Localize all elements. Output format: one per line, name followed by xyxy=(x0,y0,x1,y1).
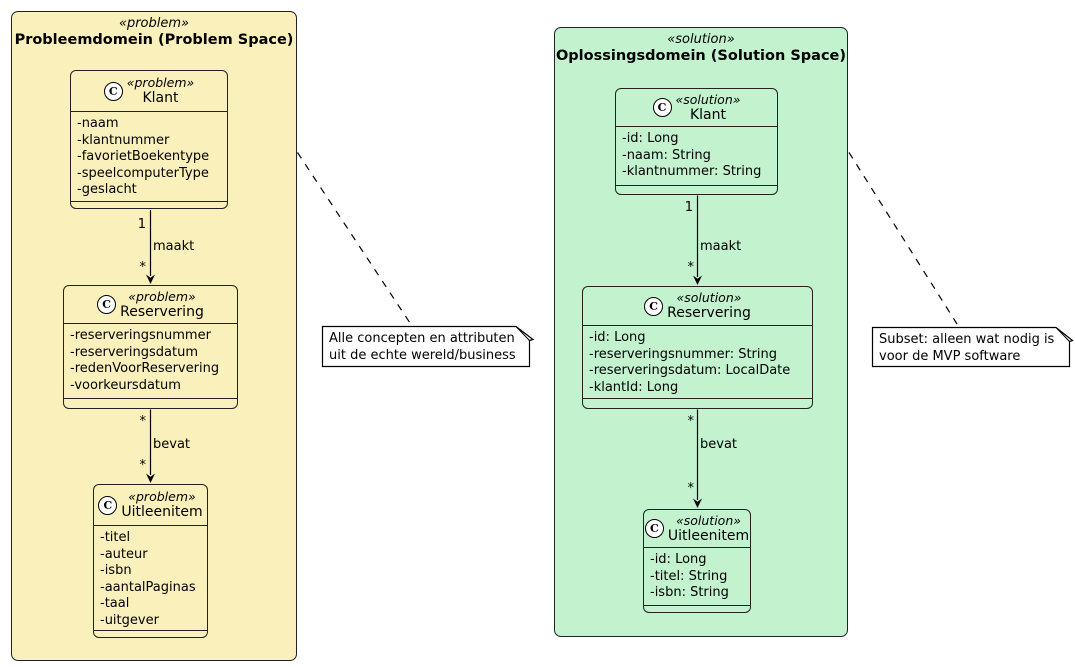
class-name: Reservering xyxy=(120,303,204,320)
class-name: Uitleenitem xyxy=(667,527,750,544)
class-methods-empty xyxy=(644,606,750,612)
association-label-maakt: maakt xyxy=(153,239,195,254)
class-uitleenitem-solution: C «solution» Uitleenitem -id: Long -tite… xyxy=(643,509,751,613)
class-name: Klant xyxy=(689,106,726,123)
class-attribute: -auteur xyxy=(100,546,148,562)
package-header: «problem» Probleemdomein (Problem Space) xyxy=(12,16,296,49)
package-title: Oplossingsdomein (Solution Space) xyxy=(555,48,847,64)
class-attribute: -voorkeursdatum xyxy=(70,377,181,393)
class-header: C «problem» Uitleenitem xyxy=(94,485,207,526)
class-methods-empty xyxy=(64,399,237,408)
class-attribute: -klantId: Long xyxy=(589,379,679,395)
multiplicity-label: * xyxy=(687,260,695,275)
class-header: C «solution» Uitleenitem xyxy=(644,510,750,548)
package-header: «solution» Oplossingsdomein (Solution Sp… xyxy=(555,32,847,65)
class-attribute: -reserveringsdatum: LocalDate xyxy=(589,363,791,378)
association-label-bevat: bevat xyxy=(700,437,738,452)
class-attribute: -uitgever xyxy=(100,612,159,628)
note-solution-line1: Subset: alleen wat nodig is xyxy=(879,332,1055,347)
class-stereotype: «solution» xyxy=(676,512,741,528)
class-attribute: -naam: String xyxy=(622,147,711,163)
association-label-maakt: maakt xyxy=(700,239,742,254)
class-attributes: -id: Long -naam: String -klantnummer: St… xyxy=(616,127,777,186)
class-attributes: -id: Long -titel: String -isbn: String xyxy=(644,548,750,606)
class-header: C «problem» Reservering xyxy=(64,286,237,324)
multiplicity-label: * xyxy=(139,414,147,429)
class-attribute: -naam xyxy=(77,116,119,131)
class-attribute: -isbn xyxy=(100,563,132,578)
class-methods-empty xyxy=(616,186,777,194)
class-attribute: -id: Long xyxy=(589,330,646,345)
class-icon: C xyxy=(97,295,117,314)
class-attributes: -id: Long -reserveringsnummer: String -r… xyxy=(583,326,812,399)
class-attribute: -redenVoorReservering xyxy=(70,361,220,376)
class-attributes: -reserveringsnummer -reserveringsdatum -… xyxy=(64,324,237,399)
class-icon: C xyxy=(652,98,672,117)
class-stereotype: «problem» xyxy=(128,489,196,504)
class-attribute: -reserveringsnummer: String xyxy=(589,346,778,362)
note-connector-problem xyxy=(296,152,411,324)
class-icon: C xyxy=(644,296,664,316)
class-icon: C xyxy=(644,519,664,538)
class-header: C «solution» Reservering xyxy=(583,287,812,326)
class-attribute: -speelcomputerType xyxy=(77,165,209,181)
package-title: Probleemdomein (Problem Space) xyxy=(14,32,294,48)
class-header: C «solution» Klant xyxy=(616,89,777,127)
class-name: Reservering xyxy=(667,305,751,321)
class-attribute: -favorietBoekentype xyxy=(77,149,210,164)
class-stereotype: «solution» xyxy=(676,290,742,305)
class-attribute: -id: Long xyxy=(622,131,679,146)
multiplicity-label: * xyxy=(687,414,695,429)
class-icon: C xyxy=(103,81,123,101)
class-attribute: -klantnummer: String xyxy=(622,164,762,179)
class-attribute: -titel: String xyxy=(650,568,728,584)
class-attribute: -titel xyxy=(100,530,131,545)
class-name: Klant xyxy=(142,90,179,106)
class-attribute: -aantalPaginas xyxy=(100,579,196,595)
multiplicity-label: * xyxy=(139,260,147,275)
class-klant-problem: C «problem» Klant -naam -klantnummer -fa… xyxy=(70,70,228,209)
note-problem-line2: uit de echte wereld/business xyxy=(329,348,516,363)
class-attributes: -naam -klantnummer -favorietBoekentype -… xyxy=(71,112,227,202)
package-stereotype: «solution» xyxy=(667,32,735,47)
class-uitleenitem-problem: C «problem» Uitleenitem -titel -auteur -… xyxy=(93,484,208,638)
note-solution-line2: voor de MVP software xyxy=(879,349,1021,364)
association-label-bevat: bevat xyxy=(153,437,191,452)
class-attribute: -isbn: String xyxy=(650,585,729,600)
package-stereotype: «problem» xyxy=(118,16,190,31)
class-attribute: -reserveringsnummer xyxy=(70,328,211,343)
class-attribute: -id: Long xyxy=(650,552,707,567)
class-methods-empty xyxy=(583,399,812,408)
class-methods-empty xyxy=(71,202,227,208)
class-reservering-solution: C «solution» Reservering -id: Long -rese… xyxy=(582,286,813,409)
class-attribute: -reserveringsdatum xyxy=(70,344,198,360)
class-stereotype: «solution» xyxy=(675,91,741,107)
class-klant-solution: C «solution» Klant -id: Long -naam: Stri… xyxy=(615,88,778,195)
multiplicity-label: * xyxy=(139,458,147,473)
note-problem-line1: Alle concepten en attributen xyxy=(329,331,515,346)
multiplicity-label: 1 xyxy=(137,217,146,232)
note-connector-solution xyxy=(848,152,958,325)
class-reservering-problem: C «problem» Reservering -reserveringsnum… xyxy=(63,285,238,409)
class-attribute: -geslacht xyxy=(77,182,137,197)
class-header: C «problem» Klant xyxy=(71,71,227,112)
multiplicity-label: 1 xyxy=(684,200,693,215)
class-stereotype: «problem» xyxy=(126,75,195,90)
class-attributes: -titel -auteur -isbn -aantalPaginas -taa… xyxy=(94,526,207,631)
class-stereotype: «problem» xyxy=(128,288,196,304)
class-attribute: -taal xyxy=(100,596,130,611)
class-methods-empty xyxy=(94,631,207,637)
class-name: Uitleenitem xyxy=(121,504,203,520)
class-attribute: -klantnummer xyxy=(77,132,170,148)
class-icon: C xyxy=(98,495,118,515)
multiplicity-label: * xyxy=(687,481,695,496)
